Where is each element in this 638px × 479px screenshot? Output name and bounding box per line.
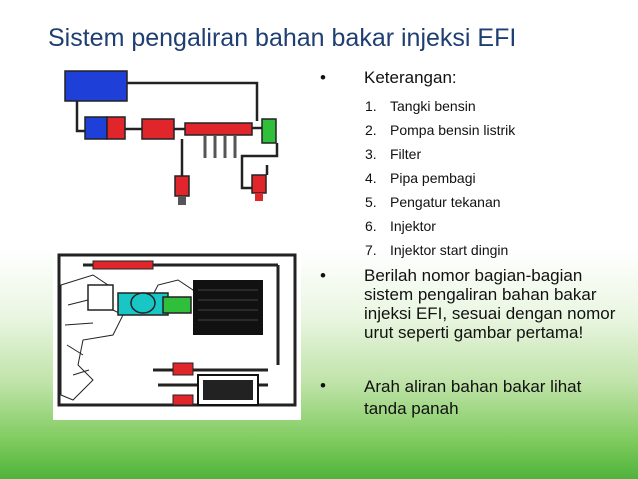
- keterangan-heading: Keterangan:: [364, 68, 457, 87]
- bullet-marker: •: [320, 266, 326, 285]
- item-label: Pengatur tekanan: [390, 194, 501, 210]
- efi-schematic-diagram: [57, 63, 292, 220]
- instruction-text: Berilah nomor bagian-bagian sistem penga…: [364, 266, 616, 342]
- item-number: 1.: [365, 98, 377, 114]
- item-label: Injektor start dingin: [390, 242, 509, 258]
- bullet-marker: •: [320, 68, 326, 87]
- item-number: 7.: [365, 242, 377, 258]
- delivery-pipe-icon: [184, 122, 253, 158]
- pressure-regulator-icon: [261, 118, 277, 144]
- item-label: Pipa pembagi: [390, 170, 476, 186]
- bullet-marker: •: [320, 376, 326, 395]
- item-label: Tangki bensin: [390, 98, 476, 114]
- item-number: 4.: [365, 170, 377, 186]
- injector-icon: [251, 174, 267, 201]
- fuel-tank-icon: [64, 70, 128, 102]
- engine-illustration-svg: [57, 253, 297, 407]
- fuel-filter-icon: [141, 118, 175, 140]
- efi-schematic-svg: [64, 70, 279, 205]
- item-number: 3.: [365, 146, 377, 162]
- item-number: 5.: [365, 194, 377, 210]
- engine-fuel-system-illustration: [53, 245, 301, 420]
- item-label: Injektor: [390, 218, 436, 234]
- cold-start-injector-icon: [174, 175, 190, 205]
- item-number: 6.: [365, 218, 377, 234]
- item-label: Filter: [390, 146, 422, 162]
- fuel-pump-icon: [84, 116, 126, 140]
- item-number: 2.: [365, 122, 377, 138]
- item-label: Pompa bensin listrik: [390, 122, 516, 138]
- flow-direction-text: Arah aliran bahan bakar lihat tanda pana…: [364, 377, 582, 418]
- slide-title: Sistem pengaliran bahan bakar injeksi EF…: [48, 24, 517, 52]
